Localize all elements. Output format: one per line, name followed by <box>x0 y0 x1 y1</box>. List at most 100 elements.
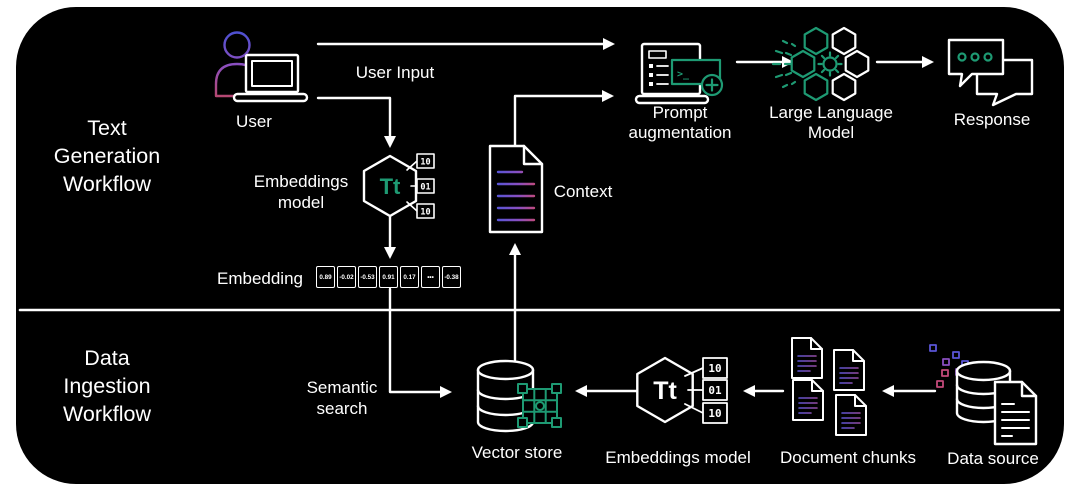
laptop-base <box>232 92 309 103</box>
prompt-augmentation-label: Prompt augmentation <box>628 103 731 143</box>
brain-hex-green <box>803 26 829 56</box>
bit-value: 10 <box>420 208 430 218</box>
title-line: Workflow <box>62 172 152 196</box>
chunk-document <box>792 379 824 421</box>
user-icon <box>214 31 309 103</box>
document-outline <box>488 144 544 234</box>
chunk-document <box>791 337 823 379</box>
grid-corner-node <box>517 383 528 394</box>
model-monogram: Tt <box>380 174 401 199</box>
typing-dot <box>983 52 993 62</box>
arrow-user-to-embeddings <box>316 96 396 148</box>
list-bullet <box>649 64 653 68</box>
embedding-label: Embedding <box>216 269 304 288</box>
embeddings-model-bottom-icon: 10 01 10 Tt <box>636 356 728 424</box>
arrow-semantic-search-to-vector-store <box>388 287 452 398</box>
cylinder-top <box>955 360 1012 382</box>
arrow-context-to-prompt <box>513 90 614 148</box>
bit-box <box>416 203 435 219</box>
vector-store-label: Vector store <box>471 443 563 462</box>
title-line: Ingestion <box>63 374 151 398</box>
grid-corner-node <box>517 417 528 428</box>
label-line: model <box>277 193 325 212</box>
hexagon-shell <box>636 356 694 424</box>
section-title-text-generation: Text Generation Workflow <box>54 114 160 198</box>
vector-grid-lines <box>522 388 558 424</box>
data-bit-square <box>929 344 937 352</box>
gear-ring <box>822 56 838 72</box>
gear-teeth <box>817 51 843 77</box>
bit-box <box>702 402 728 424</box>
bit-value: 01 <box>420 183 430 193</box>
brain-hex-white <box>831 26 857 56</box>
document-text-lines <box>1001 403 1030 437</box>
embeddings-model-top-icon: 10 01 10 Tt <box>362 153 435 219</box>
embedding-vector: 0.89 -0.02 -0.53 0.91 0.17 ••• -0.38 <box>316 266 461 288</box>
data-bit-square <box>952 351 960 359</box>
typing-dot <box>957 52 967 62</box>
chunk-document <box>835 394 867 436</box>
user-input-label: User Input <box>355 63 435 82</box>
bit-box <box>416 178 435 194</box>
bit-box <box>702 379 728 401</box>
title-line: Text <box>87 116 127 140</box>
title-line: Data <box>84 346 130 370</box>
brain-hex-white <box>831 72 857 102</box>
hexagon-shell <box>362 154 418 218</box>
data-source-icon <box>929 344 1038 446</box>
label-line: Prompt <box>652 103 708 122</box>
list-header <box>648 50 667 59</box>
cylinder-top <box>476 359 535 381</box>
document-chunks-icon <box>791 337 867 436</box>
llm-label: Large Language Model <box>769 103 893 143</box>
chunk-document <box>833 349 865 391</box>
user-head <box>223 31 251 59</box>
embedding-cell: ••• <box>421 266 440 288</box>
bit-value: 10 <box>420 158 430 168</box>
laptop-screen <box>244 53 300 94</box>
grid-center-node <box>535 401 545 411</box>
label-line: Model <box>807 123 855 142</box>
bit-connectors <box>406 160 418 212</box>
embedding-cell: 0.91 <box>379 266 398 288</box>
data-bit-square <box>941 369 949 377</box>
vector-store-icon <box>476 359 562 433</box>
bit-box <box>416 153 435 169</box>
bit-value: 01 <box>708 384 722 397</box>
document-fold <box>1020 380 1038 398</box>
title-line: Generation <box>53 144 161 168</box>
grid-corner-node <box>551 383 562 394</box>
label-line: Semantic <box>306 378 378 397</box>
list-bullet <box>649 73 653 77</box>
embeddings-model-top-label: Embeddings model <box>254 171 349 213</box>
data-source-label: Data source <box>947 449 1039 468</box>
data-bit-square <box>936 380 944 388</box>
embedding-cell: 0.17 <box>400 266 419 288</box>
llm-icon <box>771 26 870 102</box>
laptop-screen-inner <box>251 60 293 87</box>
document-fold <box>522 144 544 166</box>
semantic-search-label: Semantic search <box>307 377 378 419</box>
grid-corner-node <box>551 417 562 428</box>
label-line: Large Language <box>769 103 893 122</box>
label-line: augmentation <box>628 123 732 142</box>
document-text-lines <box>496 170 536 222</box>
response-icon <box>947 38 1034 107</box>
embedding-cell: 0.89 <box>316 266 335 288</box>
list-lines <box>656 65 669 85</box>
context-label: Context <box>553 182 613 201</box>
bit-box <box>702 357 728 379</box>
section-title-data-ingestion: Data Ingestion Workflow <box>63 344 151 428</box>
context-document-icon <box>488 144 544 234</box>
response-label: Response <box>953 110 1031 129</box>
terminal-prompt-glyph: >_ <box>677 69 690 80</box>
brain-hex-green <box>790 49 816 79</box>
embedding-cell: -0.02 <box>337 266 356 288</box>
label-line: Embeddings <box>253 172 349 191</box>
prompt-augmentation-icon: >_ <box>634 42 724 105</box>
model-monogram: Tt <box>653 377 677 405</box>
plus-icon <box>705 78 719 92</box>
brain-hex-green <box>803 72 829 102</box>
